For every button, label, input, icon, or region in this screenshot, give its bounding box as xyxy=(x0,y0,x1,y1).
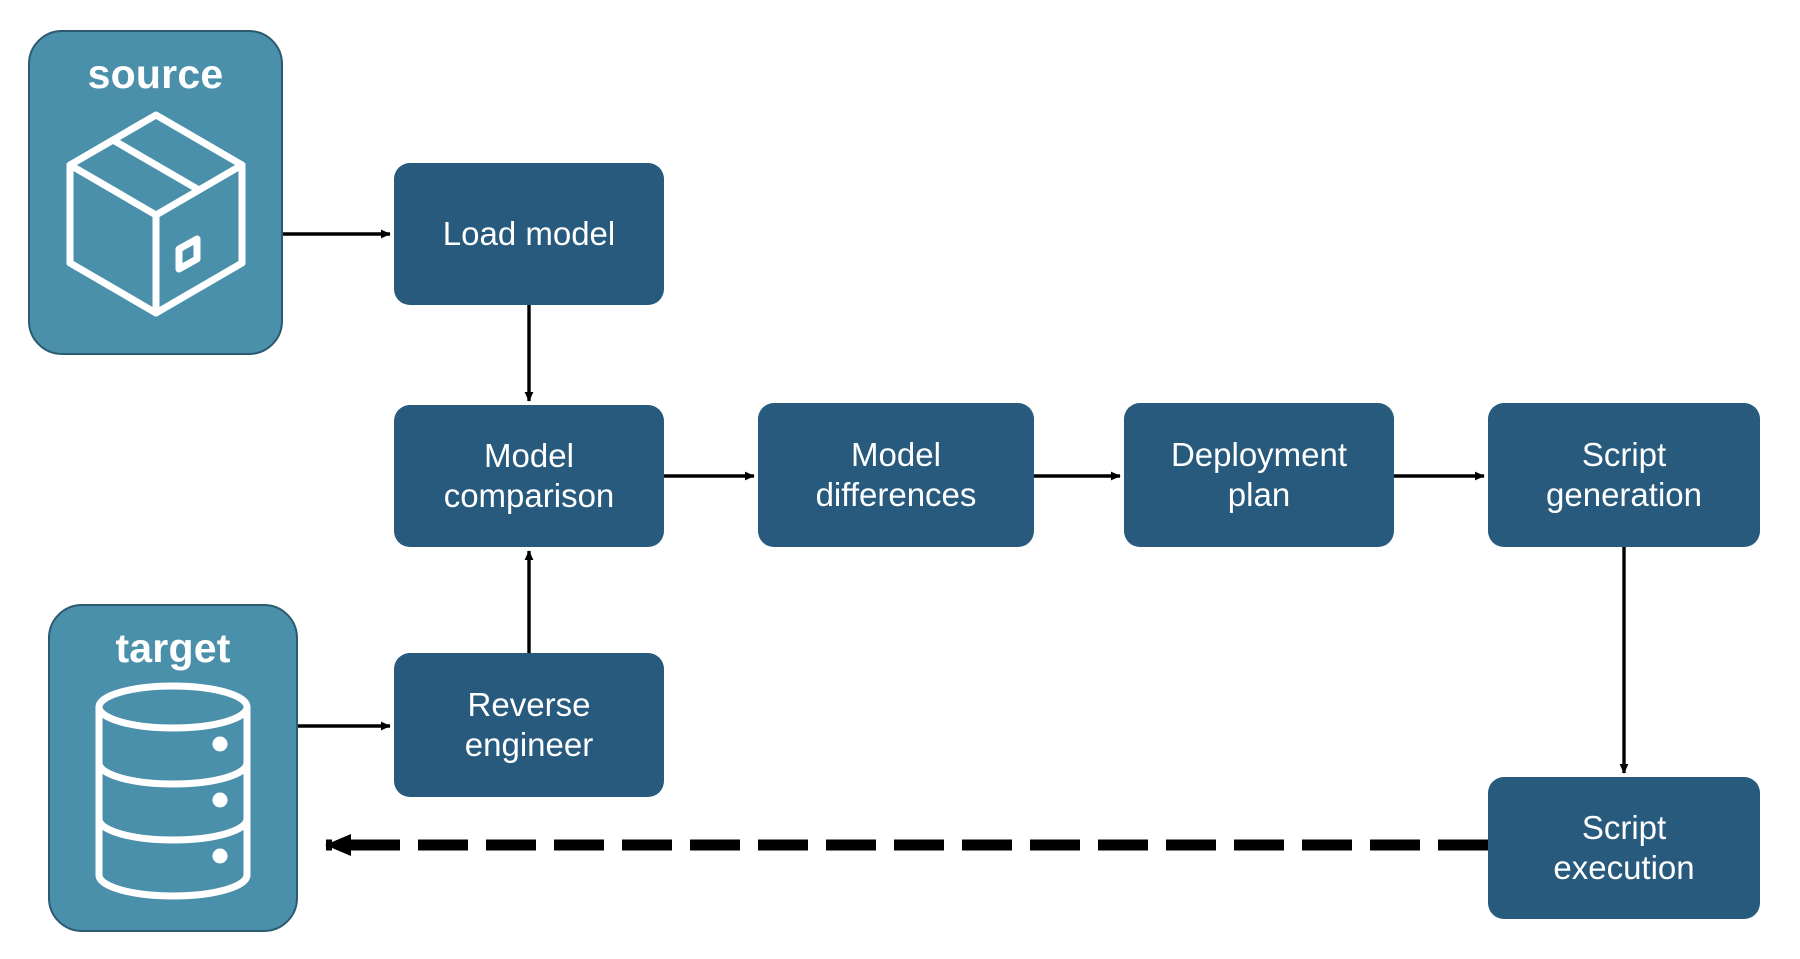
endpoint-title-target: target xyxy=(115,625,231,671)
process-box-deployment-plan[interactable]: Deployment plan xyxy=(1124,403,1394,547)
process-box-model-comparison[interactable]: Model comparison xyxy=(394,405,664,547)
process-label-model-comparison: Model comparison xyxy=(443,436,615,514)
process-label-deployment-plan: Deployment plan xyxy=(1170,435,1348,513)
process-label-model-differences: Model differences xyxy=(815,435,977,513)
process-label-reverse-engineer: Reverse engineer xyxy=(464,685,594,763)
process-label-script-execution: Script execution xyxy=(1553,808,1695,886)
process-box-reverse-engineer[interactable]: Reverse engineer xyxy=(394,653,664,797)
process-label-load-model: Load model xyxy=(442,214,616,252)
process-label-script-generation: Script generation xyxy=(1546,435,1702,513)
process-box-script-generation[interactable]: Script generation xyxy=(1488,403,1760,547)
process-box-load-model[interactable]: Load model xyxy=(394,163,664,305)
process-box-model-differences[interactable]: Model differences xyxy=(758,403,1034,547)
database-cylinder-icon xyxy=(89,681,257,906)
endpoint-card-source[interactable]: source xyxy=(28,30,283,355)
endpoint-title-source: source xyxy=(87,51,224,97)
endpoint-card-target[interactable]: target xyxy=(48,604,298,932)
package-box-icon xyxy=(63,109,249,324)
process-box-script-execution[interactable]: Script execution xyxy=(1488,777,1760,919)
